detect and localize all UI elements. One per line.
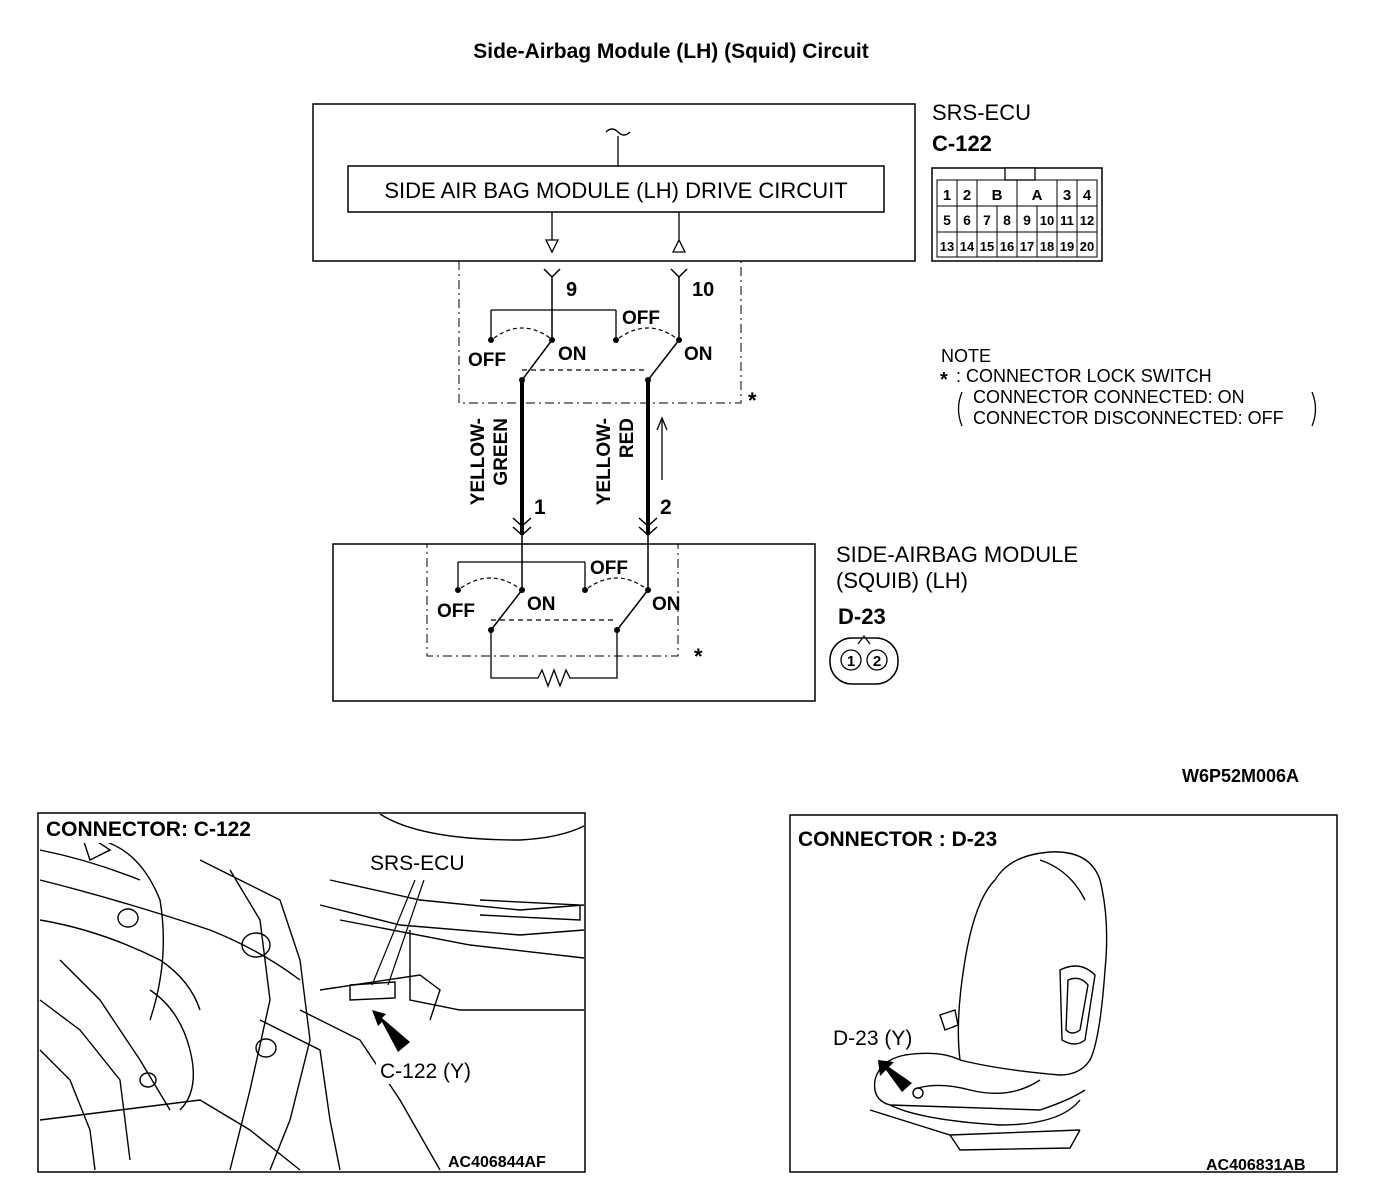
d23-connector-face: 1 2 (829, 635, 899, 685)
seat-illustration (869, 851, 1108, 1151)
wire-harness: YELLOW- GREEN YELLOW- RED 1 2 (468, 380, 672, 537)
module-name-line2: (SQUIB) (LH) (836, 568, 968, 593)
c122-pin: 17 (1020, 239, 1034, 254)
c122-pin: 5 (943, 212, 951, 228)
switch-off-label: OFF (622, 308, 660, 329)
panel-d23: CONNECTOR : D-23 D-23 (Y) AC406831AB (789, 814, 1338, 1174)
wire-color-label: RED (617, 418, 638, 458)
c122-pin: 8 (1003, 212, 1011, 228)
panel-d23-connector-label: D-23 (Y) (833, 1027, 912, 1050)
ecu-pin-9: 9 (566, 279, 577, 301)
lock-switch-star: * (694, 644, 703, 669)
up-arrow-icon (671, 238, 687, 253)
module-connector-id: D-23 (838, 604, 886, 629)
panel-c122-title: CONNECTOR: C-122 (46, 818, 251, 841)
c122-pin: 12 (1080, 213, 1094, 228)
tilde-symbol (605, 128, 631, 136)
note-line3: CONNECTOR DISCONNECTED: OFF (973, 408, 1284, 428)
module-lock-switch: * OFF ON OFF ON (426, 535, 703, 669)
c122-pin: 18 (1040, 239, 1054, 254)
c122-pin: 7 (983, 212, 991, 228)
c122-pin: 4 (1083, 187, 1092, 204)
note-line1: : CONNECTOR LOCK SWITCH (956, 366, 1212, 386)
panel-c122-ecu-label: SRS-ECU (370, 852, 465, 875)
panel-d23-title: CONNECTOR : D-23 (798, 828, 997, 851)
panel-c122: CONNECTOR: C-122 SRS-ECU C-122 (Y) AC406… (37, 812, 586, 1173)
ecu-name: SRS-ECU (932, 100, 1031, 125)
switch-off-label: OFF (468, 350, 506, 371)
note-line2: CONNECTOR CONNECTED: ON (973, 387, 1245, 407)
c122-pin: 13 (940, 239, 954, 254)
module-pin-1: 1 (534, 496, 546, 519)
note-block: NOTE * : CONNECTOR LOCK SWITCH CONNECTOR… (940, 346, 1317, 428)
pointer-arrow-icon (372, 1010, 410, 1052)
panel-c122-code: AC406844AF (448, 1154, 546, 1171)
ecu-pin-10: 10 (692, 279, 714, 301)
c122-pin: 11 (1060, 213, 1074, 228)
pointer-arrow-icon (878, 1060, 912, 1092)
c122-pin: 9 (1023, 212, 1031, 228)
c122-pin: 16 (1000, 239, 1014, 254)
current-arrow-icon (656, 416, 668, 431)
switch-on-label: ON (684, 344, 713, 365)
c122-pin: A (1032, 187, 1043, 204)
switch-off-label: OFF (437, 601, 475, 622)
switch-off-label: OFF (590, 558, 628, 579)
c122-pin: 19 (1060, 239, 1074, 254)
c122-pin: 10 (1040, 213, 1054, 228)
lock-switch-star: * (748, 388, 757, 413)
wire-color-label: YELLOW- (468, 418, 489, 505)
drive-circuit-box (347, 165, 885, 213)
module-name-line1: SIDE-AIRBAG MODULE (836, 542, 1078, 567)
c122-pin: B (992, 187, 1003, 204)
switch-on-label: ON (558, 344, 587, 365)
diagram-code: W6P52M006A (1182, 766, 1299, 786)
c122-pin: 15 (980, 239, 994, 254)
c122-pin: 6 (963, 212, 971, 228)
wire-color-label: YELLOW- (594, 418, 615, 505)
panel-d23-code: AC406831AB (1206, 1157, 1306, 1174)
note-star: * (940, 369, 948, 391)
ecu-lock-switch: * 9 10 OFF ON OFF ON (458, 261, 757, 413)
switch-on-label: ON (527, 594, 556, 615)
diagram-title: Side-Airbag Module (LH) (Squid) Circuit (473, 40, 868, 63)
ecu-box (312, 103, 916, 262)
module-pin-2: 2 (660, 496, 672, 519)
dashboard-illustration (39, 814, 584, 1171)
c122-pin: 14 (960, 239, 975, 254)
c122-pin: 1 (943, 187, 951, 204)
wire-color-label: GREEN (491, 418, 512, 486)
c122-connector-face: 1 2 B A 3 4 5 6 7 8 9 10 11 12 13 14 15 … (931, 167, 1103, 262)
squib-resistor-icon (490, 630, 618, 688)
d23-pin: 1 (847, 653, 855, 670)
c122-pin: 3 (1063, 187, 1071, 204)
drive-circuit-label: SIDE AIR BAG MODULE (LH) DRIVE CIRCUIT (384, 178, 847, 203)
down-arrow-icon (544, 239, 560, 254)
note-heading: NOTE (941, 346, 991, 366)
panel-c122-connector-label: C-122 (Y) (380, 1060, 471, 1083)
c122-pin: 20 (1080, 239, 1094, 254)
ecu-connector-id: C-122 (932, 131, 992, 156)
c122-pin: 2 (963, 187, 971, 204)
switch-on-label: ON (652, 594, 681, 615)
d23-pin: 2 (873, 653, 881, 670)
